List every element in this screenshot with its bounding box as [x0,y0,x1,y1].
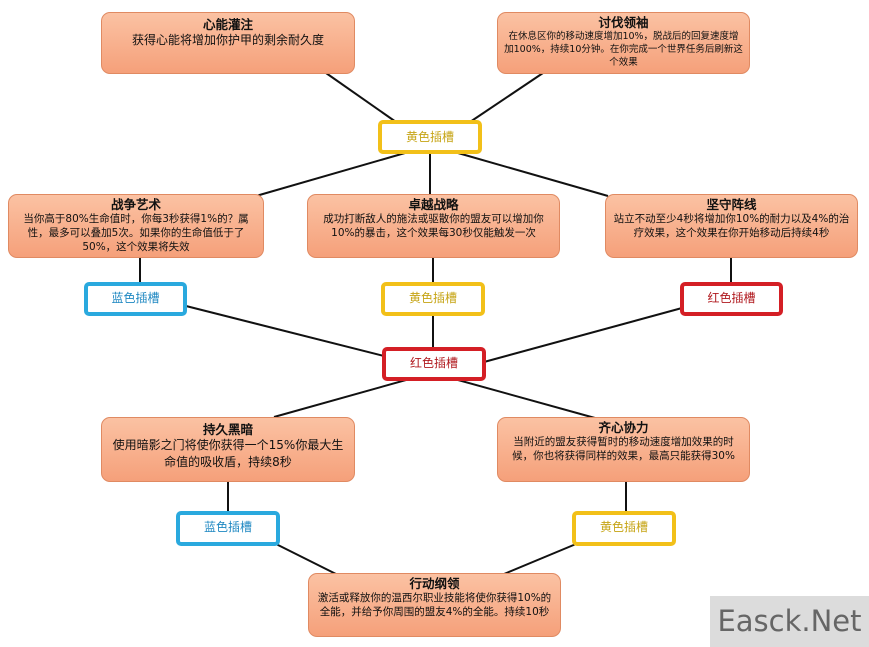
node-xinneng-guanzhu: 心能灌注 获得心能将增加你护甲的剩余耐久度 [101,12,355,74]
slot-blue-left: 蓝色插槽 [84,282,187,316]
slot-yellow-top: 黄色插槽 [378,120,482,154]
node-xingdong-gangling: 行动纲领 激活或释放你的温西尔职业技能将使你获得10%的全能，并给予你周围的盟友… [308,573,561,637]
node-title: 卓越战略 [408,197,459,212]
node-title: 坚守阵线 [706,197,757,212]
node-description: 激活或释放你的温西尔职业技能将使你获得10%的全能，并给予你周围的盟友4%的全能… [317,592,552,618]
slot-yellow-lower: 黄色插槽 [572,511,676,546]
slot-red-center: 红色插槽 [382,347,486,381]
node-description: 成功打断敌人的施法或驱散你的盟友可以增加你10%的暴击，这个效果每30秒仅能触发… [323,213,544,239]
node-title: 行动纲领 [409,576,460,591]
node-title: 齐心协力 [598,420,649,435]
slot-yellow-middle: 黄色插槽 [381,282,485,316]
node-title: 持久黑暗 [202,422,253,437]
node-description: 在休息区你的移动速度增加10%，脱战后的回复速度增加100%，持续10分钟。在你… [504,31,743,68]
node-description: 当你高于80%生命值时，你每3秒获得1%的？属性，最多可以叠加5次。如果你的生命… [23,213,249,253]
node-description: 站立不动至少4秒将增加你10%的耐力以及4%的治疗效果，这个效果在你开始移动后持… [613,213,850,239]
node-zhuoyue-zhanlue: 卓越战略 成功打断敌人的施法或驱散你的盟友可以增加你10%的暴击，这个效果每30… [307,194,560,258]
node-taofa-lingxiu: 讨伐领袖 在休息区你的移动速度增加10%，脱战后的回复速度增加100%，持续10… [497,12,750,74]
node-zhanzheng-yishu: 战争艺术 当你高于80%生命值时，你每3秒获得1%的？属性，最多可以叠加5次。如… [8,194,264,258]
slot-blue-lower: 蓝色插槽 [176,511,280,546]
node-description: 使用暗影之门将使你获得一个15%你最大生命值的吸收盾，持续8秒 [112,438,344,469]
node-chijiu-heian: 持久黑暗 使用暗影之门将使你获得一个15%你最大生命值的吸收盾，持续8秒 [101,417,355,482]
node-jianshou-zhenxian: 坚守阵线 站立不动至少4秒将增加你10%的耐力以及4%的治疗效果，这个效果在你开… [605,194,858,258]
slot-red-right: 红色插槽 [680,282,783,316]
node-title: 心能灌注 [202,17,253,32]
watermark-logo: Easck.Net [710,596,869,647]
node-qixin-xieli: 齐心协力 当附近的盟友获得暂时的移动速度增加效果的时候，你也将获得同样的效果，最… [497,417,750,482]
node-description: 获得心能将增加你护甲的剩余耐久度 [131,33,324,47]
node-description: 当附近的盟友获得暂时的移动速度增加效果的时候，你也将获得同样的效果，最高只能获得… [512,436,735,462]
node-title: 讨伐领袖 [598,15,649,30]
node-title: 战争艺术 [110,197,161,212]
